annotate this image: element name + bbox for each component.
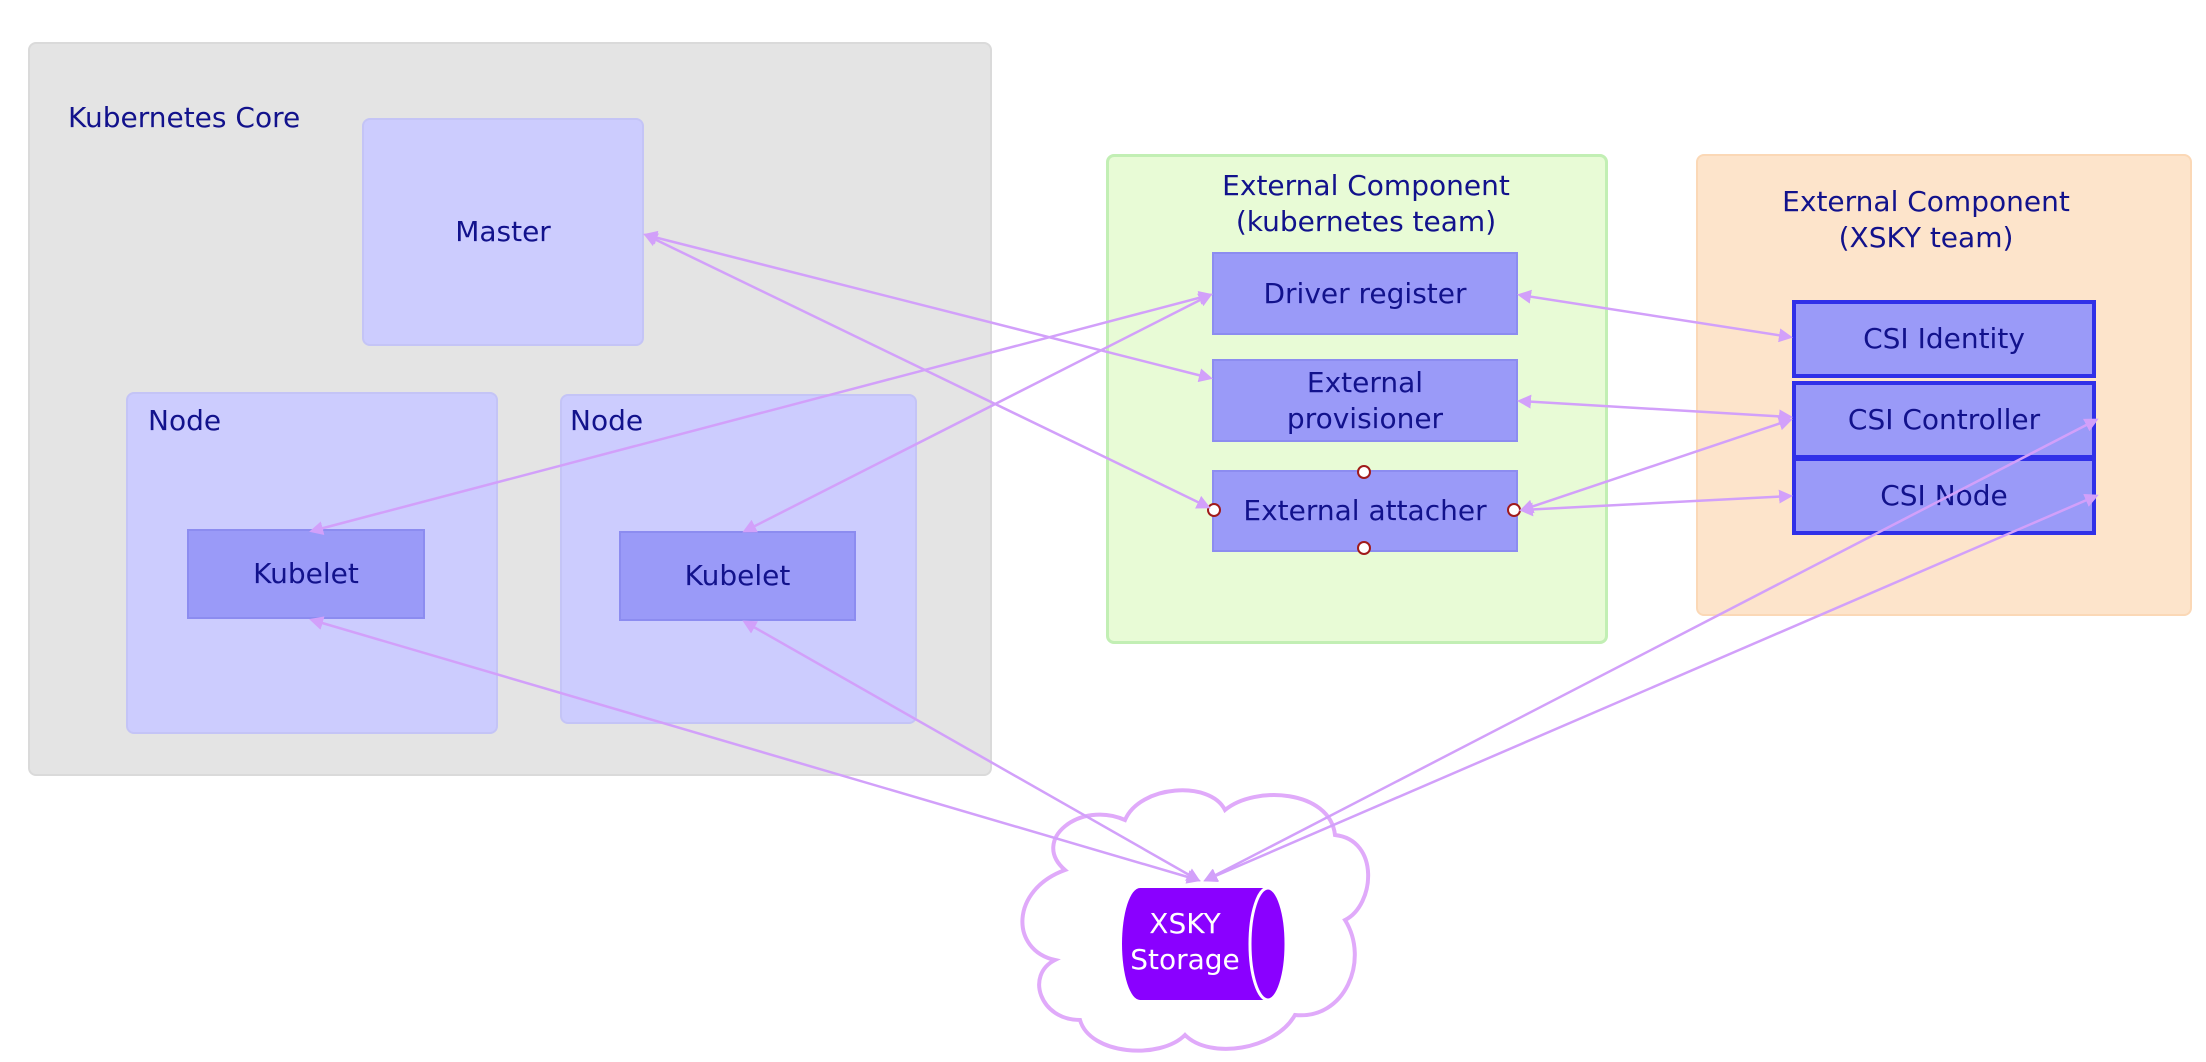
arrow-kubelet-1-storage — [309, 616, 1201, 884]
external-xsky-title-line2: (XSKY team) — [1838, 221, 2014, 254]
arrow-master-attacher — [643, 233, 1211, 509]
external-xsky-title-line1: External Component — [1782, 185, 2070, 218]
xsky-storage-label-line1: XSKY — [1149, 907, 1221, 940]
external-k8s-title-line2: (kubernetes team) — [1235, 205, 1497, 238]
node-1-label: Node — [148, 404, 222, 437]
arrow-storage-csi-node — [1203, 493, 2099, 883]
kubelet-1-label: Kubelet — [253, 557, 359, 590]
csi-identity-box[interactable]: CSI Identity — [1792, 300, 2096, 378]
arrow-driver-register-csi-identity — [1517, 289, 1793, 343]
arrow-attacher-csi-controller — [1519, 416, 1793, 514]
arrow-master-provisioner — [643, 230, 1213, 383]
kubelet-1-box[interactable]: Kubelet — [187, 529, 425, 619]
arrow-driver-register-kubelet-2 — [742, 293, 1213, 533]
external-provisioner-label-line1: External — [1306, 365, 1424, 399]
kubelet-2-label: Kubelet — [684, 559, 791, 592]
csi-identity-label: CSI Identity — [1863, 322, 2025, 355]
kubernetes-core-label: Kubernetes Core — [68, 101, 301, 134]
xsky-storage-label: XSKY Storage — [1115, 906, 1255, 978]
external-k8s-title: External Component (kubernetes team) — [1222, 168, 1510, 240]
arrow-driver-register-kubelet-1 — [309, 291, 1213, 535]
external-k8s-title-line1: External Component — [1222, 169, 1510, 202]
kubelet-2-box[interactable]: Kubelet — [619, 531, 856, 621]
external-xsky-title: External Component (XSKY team) — [1782, 184, 2070, 256]
xsky-storage-label-line2: Storage — [1130, 943, 1240, 976]
driver-register-box[interactable]: Driver register — [1212, 252, 1518, 335]
arrow-storage-csi-controller — [1203, 418, 2099, 882]
xsky-storage-cylinder[interactable] — [1122, 886, 1288, 1002]
master-label: Master — [455, 215, 551, 248]
driver-register-label: Driver register — [1263, 276, 1467, 310]
arrow-attacher-csi-node — [1519, 489, 1793, 517]
arrow-kubelet-2-storage — [742, 620, 1201, 882]
arrow-provisioner-csi-controller — [1517, 394, 1793, 424]
